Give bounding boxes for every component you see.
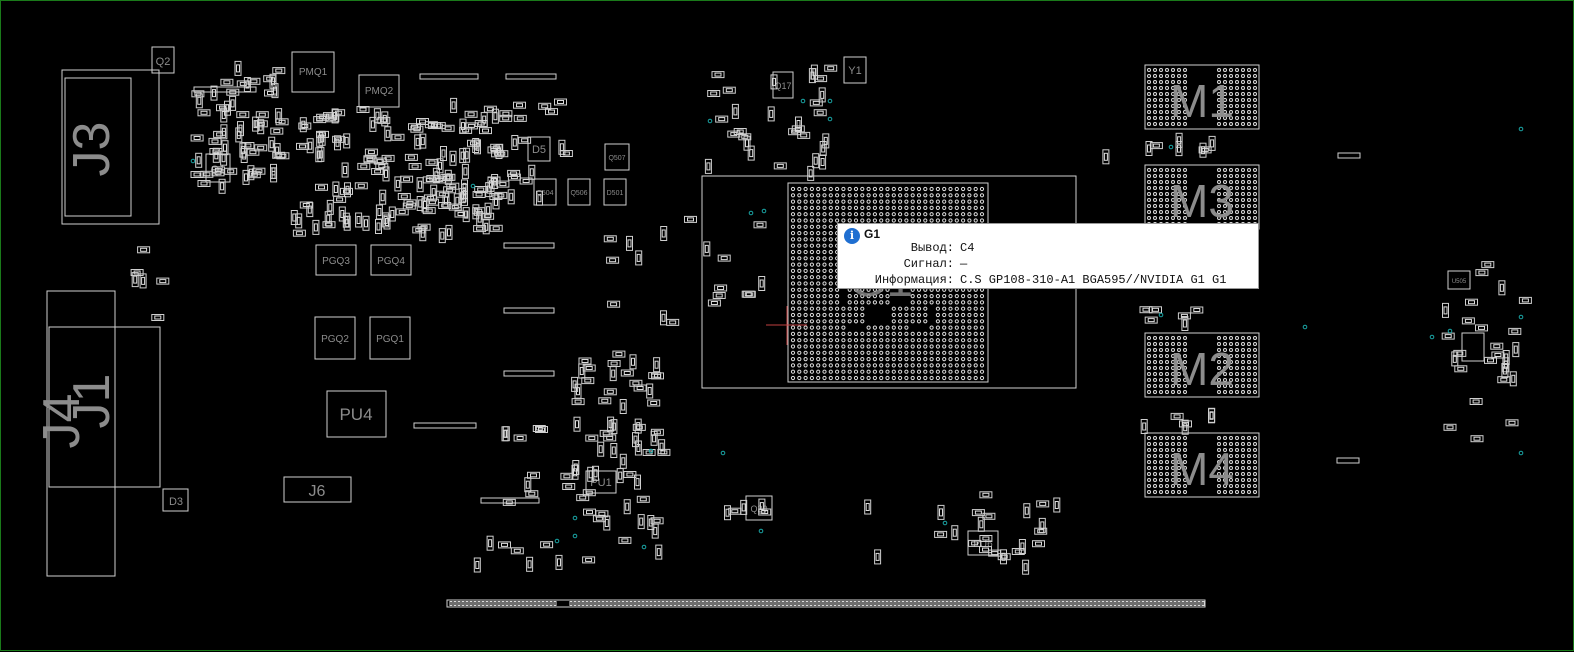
pcie-edge-connector[interactable] bbox=[446, 599, 1206, 608]
component-d501[interactable] bbox=[603, 178, 627, 206]
designator-m4: M4 bbox=[1170, 443, 1234, 495]
component-pgq1[interactable] bbox=[369, 316, 411, 360]
designator-pgq1: PGQ1 bbox=[376, 334, 404, 345]
designator-pgq3: PGQ3 bbox=[322, 256, 350, 267]
designator-d3: D3 bbox=[169, 496, 183, 508]
component-d5[interactable] bbox=[527, 136, 551, 162]
tooltip-row-info: Информация: C.S GP108-310-A1 BGA595//NVID… bbox=[838, 272, 1227, 288]
component-j4[interactable] bbox=[46, 290, 116, 577]
component-pu1[interactable] bbox=[585, 470, 617, 494]
component-pgq4[interactable] bbox=[370, 244, 412, 276]
designator-pgq2: PGQ2 bbox=[321, 334, 349, 345]
component-q506[interactable] bbox=[567, 178, 591, 206]
designator-q2: Q2 bbox=[156, 56, 171, 68]
component-y1[interactable] bbox=[843, 56, 867, 84]
component-q2[interactable] bbox=[151, 46, 175, 74]
component-pmq2[interactable] bbox=[358, 74, 400, 108]
cursor-crosshair bbox=[766, 306, 807, 345]
designator-m3: M3 bbox=[1170, 175, 1234, 227]
tooltip-row-signal: Сигнал: — bbox=[838, 256, 968, 272]
tooltip-row-pin: Вывод: C4 bbox=[838, 240, 975, 256]
designator-pmq2: PMQ2 bbox=[365, 86, 394, 97]
tooltip-title: G1 bbox=[864, 227, 881, 241]
component-m4[interactable] bbox=[1144, 432, 1260, 498]
component-pgq3[interactable] bbox=[315, 244, 357, 276]
tooltip-value: — bbox=[960, 257, 968, 271]
tooltip-key: Вывод: bbox=[910, 241, 954, 255]
component-d3[interactable] bbox=[162, 488, 189, 512]
info-icon: i bbox=[844, 228, 860, 244]
component-q20[interactable] bbox=[745, 495, 773, 521]
component-pmq1[interactable] bbox=[291, 51, 335, 93]
component-q504[interactable] bbox=[533, 178, 557, 206]
designator-q507: Q507 bbox=[608, 155, 625, 162]
tooltip-value: C.S GP108-310-A1 BGA595//NVIDIA G1 G1 bbox=[960, 273, 1227, 287]
designator-pmq1: PMQ1 bbox=[299, 67, 328, 78]
designator-m2: M2 bbox=[1170, 343, 1234, 395]
component-j3[interactable] bbox=[61, 69, 160, 225]
designator-pgq4: PGQ4 bbox=[377, 256, 405, 267]
designator-pu6: PU6 bbox=[973, 539, 993, 550]
designator-m1: M1 bbox=[1170, 75, 1234, 127]
component-pgq2[interactable] bbox=[314, 316, 356, 360]
designator-y1: Y1 bbox=[848, 65, 861, 77]
designator-pu4: PU4 bbox=[339, 405, 372, 424]
component-u-right[interactable] bbox=[1461, 332, 1485, 362]
component-u505[interactable] bbox=[1447, 270, 1471, 290]
designator-q17: Q17 bbox=[774, 81, 791, 91]
tooltip-key: Информация: bbox=[874, 273, 954, 287]
designator-j3: J3 bbox=[63, 122, 121, 177]
designator-j1: J1 bbox=[63, 374, 121, 429]
tooltip-value: C4 bbox=[960, 241, 975, 255]
designator-j6: J6 bbox=[309, 483, 326, 500]
component-info-tooltip: i G1 Вывод: C4 Сигнал: — Информация: C.S GP… bbox=[837, 223, 1259, 289]
vias bbox=[190, 98, 1524, 550]
component-j6[interactable] bbox=[283, 476, 352, 503]
designator-d501: D501 bbox=[607, 190, 624, 197]
g1-ball-grid bbox=[790, 186, 985, 381]
designator-q506: Q506 bbox=[570, 190, 587, 197]
designator-q504: Q504 bbox=[536, 190, 553, 197]
component-j1[interactable] bbox=[48, 326, 161, 488]
component-m1[interactable] bbox=[1144, 64, 1260, 130]
component-pu4[interactable] bbox=[326, 390, 387, 438]
tooltip-key: Сигнал: bbox=[903, 257, 954, 271]
passive-components bbox=[130, 60, 1532, 575]
designator-u505: U505 bbox=[1452, 279, 1467, 285]
designator-d5: D5 bbox=[532, 144, 546, 156]
designator-j4: J4 bbox=[33, 394, 91, 449]
component-q507[interactable] bbox=[604, 143, 630, 171]
component-m2[interactable] bbox=[1144, 332, 1260, 398]
